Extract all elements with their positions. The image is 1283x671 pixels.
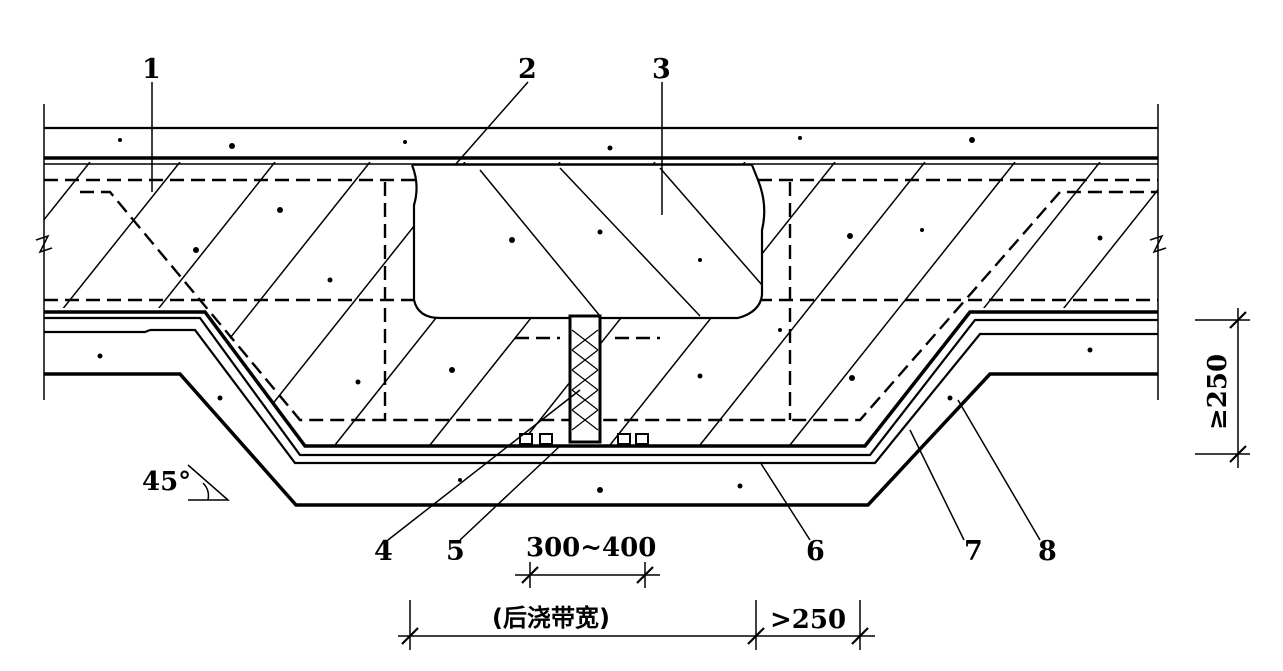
label-1: 1 <box>142 54 161 85</box>
angle-marker: 45° <box>142 464 230 501</box>
water-stop <box>519 314 649 445</box>
top-screed-layer <box>43 104 1159 400</box>
label-3: 3 <box>652 54 671 85</box>
aggregate-dots <box>97 136 1103 493</box>
label-4: 4 <box>374 536 393 567</box>
leader-lines <box>151 81 1041 541</box>
depth-dimension-label: ≥250 <box>1203 354 1233 430</box>
joint-width-dimension: 300~400 <box>526 533 656 563</box>
label-6: 6 <box>806 536 825 567</box>
label-5: 5 <box>446 536 465 567</box>
overlap-dimension: >250 <box>770 605 846 635</box>
strip-width-dimension: (后浇带宽) <box>492 604 610 632</box>
post-pour-block <box>410 164 766 320</box>
label-2: 2 <box>518 54 537 85</box>
label-8: 8 <box>1038 536 1057 567</box>
callout-labels: 1 2 3 4 5 6 7 8 <box>142 54 1057 567</box>
angle-label: 45° <box>142 467 191 497</box>
label-7: 7 <box>964 536 983 567</box>
waterproof-layers <box>44 310 1158 507</box>
depth-dimension: ≥250 <box>1195 308 1250 468</box>
dimension-lines: 300~400 (后浇带宽) >250 <box>398 533 875 650</box>
break-marks <box>35 234 1167 254</box>
